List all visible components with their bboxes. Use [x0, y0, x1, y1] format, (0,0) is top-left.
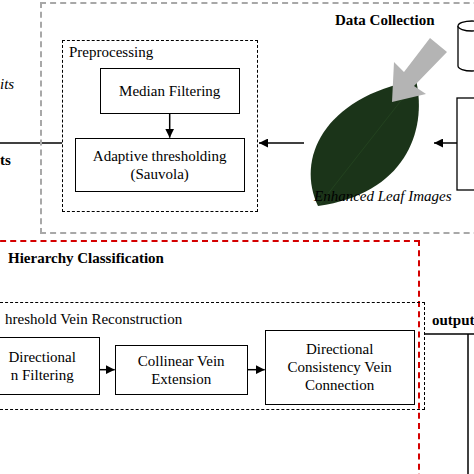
group-title: Hierarchy Classification	[8, 250, 164, 267]
group-title: hreshold Vein Reconstruction	[5, 311, 182, 328]
leaf-image	[311, 80, 419, 206]
block-arrow	[392, 38, 447, 102]
flow-arrow	[100, 369, 115, 371]
flow-arrow	[434, 142, 457, 144]
text-label: output	[432, 312, 474, 329]
group-frame: hreshold Vein ReconstructionDirectional …	[0, 302, 425, 410]
flow-line	[0, 142, 62, 144]
leaf-vein	[320, 84, 414, 204]
process-box: Collinear Vein Extension	[115, 345, 248, 395]
output-line	[467, 334, 469, 474]
group-frame: Hierarchy Classification hreshold Vein Re…	[0, 240, 420, 474]
device-box	[457, 98, 474, 190]
flow-arrow	[259, 142, 304, 144]
box-label: Collinear Vein Extension	[124, 352, 239, 388]
box-label: Directional n Filtering	[5, 348, 79, 384]
process-box: Directional Consistency Vein Connection	[265, 330, 415, 405]
box-label: Directional Consistency Vein Connection	[274, 340, 406, 394]
flow-arrow	[248, 369, 265, 371]
text-label: ts	[0, 152, 11, 169]
group-title: Preprocessing	[69, 44, 153, 61]
group-title: Data Collection	[335, 12, 435, 29]
text-label: its	[0, 76, 14, 93]
box-label: Adaptive thresholding (Sauvola)	[84, 147, 236, 183]
process-box: Adaptive thresholding (Sauvola)	[75, 138, 245, 192]
process-box: Directional n Filtering	[0, 337, 100, 395]
box-label: Median Filtering	[119, 82, 220, 100]
text-label: Enhanced Leaf Images	[314, 188, 451, 205]
process-box: Median Filtering	[100, 68, 240, 114]
flow-arrow	[169, 114, 171, 138]
database-symbol	[458, 21, 474, 71]
group-frame: PreprocessingMedian FilteringAdaptive th…	[62, 40, 258, 212]
output-line	[425, 333, 474, 335]
